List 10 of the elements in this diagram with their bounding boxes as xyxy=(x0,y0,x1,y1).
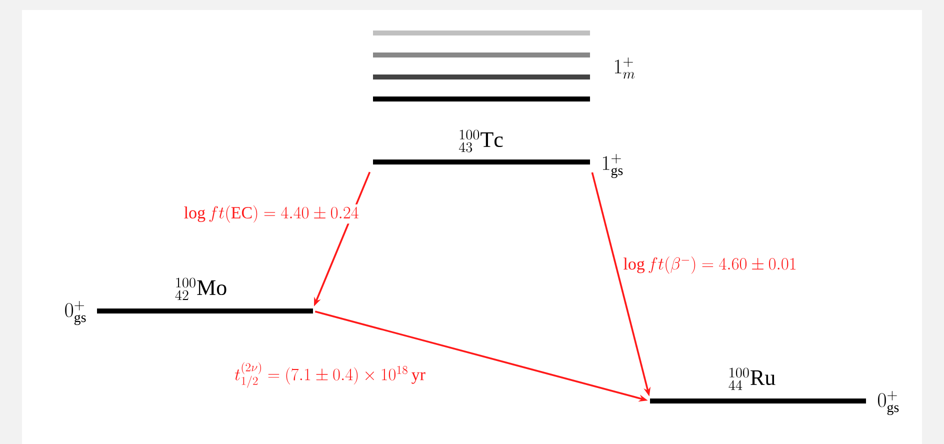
spin-label: $0^{+}_{\mathrm{gs}}$ xyxy=(65,301,86,325)
edge-label: $t^{(2\nu)}_{1/2} = (7.1 \pm 0.4) \times 10^{18}\,\mathrm{yr}$ xyxy=(234,361,426,389)
spin-label: $0^{+}_{\mathrm{gs}}$ xyxy=(878,391,899,415)
spin-label: $1^{+}_{\mathrm{gs}}$ xyxy=(603,154,623,178)
nuclide-label: ${}^{100}_{43}\mathrm{Tc}$ xyxy=(458,130,503,152)
nuclide-label: ${}^{100}_{44}\mathrm{Ru}$ xyxy=(728,368,776,390)
edge-label: $\log ft(\mathrm{EC}) = 4.40 \pm 0.24$ xyxy=(182,204,360,224)
spin-label: $1^{+}_{m}$ xyxy=(615,58,635,79)
nuclide-label: ${}^{100}_{42}\mathrm{Mo}$ xyxy=(175,278,226,300)
edge-label: $\log ft(\beta^{-}) = 4.60 \pm 0.01$ xyxy=(622,255,798,275)
